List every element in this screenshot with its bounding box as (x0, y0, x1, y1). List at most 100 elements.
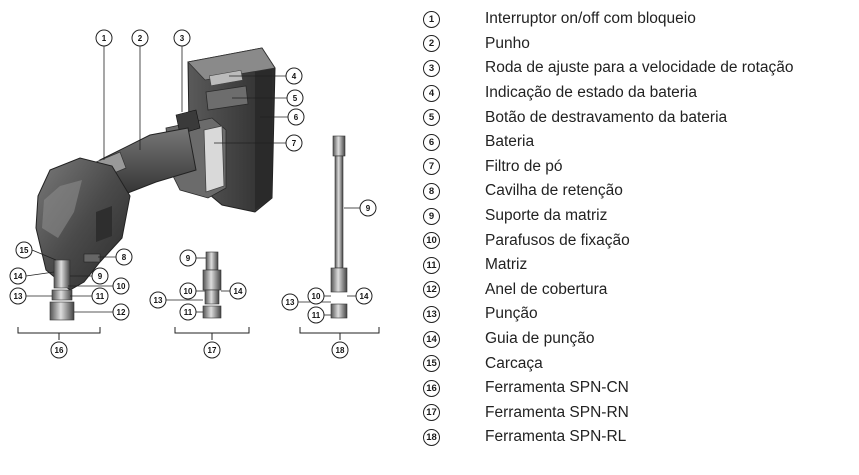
legend-item: 12 Anel de cobertura (420, 278, 859, 303)
legend-number: 13 (423, 305, 440, 323)
legend-number: 4 (423, 84, 440, 102)
rl-guide (330, 267, 348, 293)
callout-10: 10 (112, 277, 130, 295)
svg-text:3: 3 (180, 34, 185, 43)
legend-number: 9 (423, 207, 440, 225)
callout-5: 5 (286, 89, 304, 107)
legend-number: 18 (423, 428, 440, 446)
callout-3: 3 (173, 29, 191, 47)
callout-1: 1 (95, 29, 113, 47)
svg-text:14: 14 (14, 272, 23, 281)
die-holder-short (53, 259, 71, 289)
legend-item: 4 Indicação de estado da bateria (420, 81, 859, 106)
svg-text:14: 14 (360, 292, 369, 301)
rn-punch-guide (202, 269, 222, 291)
callout-rn-11: 11 (179, 303, 197, 321)
leader-lines (25, 46, 360, 316)
svg-text:5: 5 (293, 94, 298, 103)
svg-text:13: 13 (286, 298, 295, 307)
callout-rl-10: 10 (307, 287, 325, 305)
legend-number: 14 (423, 330, 440, 348)
legend-label: Filtro de pó (485, 157, 563, 175)
callout-13: 13 (9, 287, 27, 305)
front-vents (96, 206, 112, 242)
legend-number: 17 (423, 404, 440, 422)
legend-number: 10 (423, 232, 440, 250)
callout-16: 16 (50, 341, 68, 359)
legend-label: Punção (485, 305, 538, 323)
svg-text:13: 13 (14, 292, 23, 301)
callout-4: 4 (285, 67, 303, 85)
callout-7: 7 (285, 134, 303, 152)
rl-shaft (334, 155, 344, 269)
legend-number: 12 (423, 281, 440, 299)
callout-15: 15 (15, 241, 33, 259)
svg-text:16: 16 (55, 346, 64, 355)
nibbler-tool (35, 47, 276, 321)
legend-label: Punho (485, 34, 530, 52)
svg-text:9: 9 (186, 254, 191, 263)
legend-number: 11 (423, 256, 440, 274)
svg-text:14: 14 (234, 287, 243, 296)
die-short (51, 289, 73, 301)
svg-text:11: 11 (96, 292, 105, 301)
legend-label: Indicação de estado da bateria (485, 84, 697, 102)
callout-14: 14 (9, 267, 27, 285)
rn-punch-top (205, 251, 219, 271)
svg-text:9: 9 (366, 204, 371, 213)
tool-spn-rl (330, 135, 348, 319)
rn-die (202, 305, 222, 319)
rl-top (332, 135, 346, 157)
svg-text:17: 17 (208, 346, 217, 355)
rn-holder (204, 289, 220, 305)
legend-label: Bateria (485, 133, 535, 151)
battery-release (205, 85, 249, 111)
svg-text:10: 10 (312, 292, 321, 301)
tool-spn-rn (202, 251, 222, 319)
battery-top (187, 47, 276, 81)
callout-2: 2 (131, 29, 149, 47)
callout-8: 8 (115, 248, 133, 266)
callout-17: 17 (203, 341, 221, 359)
callout-9: 9 (91, 267, 109, 285)
callout-12: 12 (112, 303, 130, 321)
group-brackets (17, 327, 380, 340)
callout-rn-10: 10 (179, 282, 197, 300)
callouts: 1 2 3 4 5 6 7 8 9 10 11 12 13 14 15 16 9… (9, 29, 377, 359)
legend-number: 6 (423, 133, 440, 151)
retaining-pin (83, 253, 101, 263)
legend-number: 16 (423, 379, 440, 397)
legend-label: Ferramenta SPN-CN (485, 379, 629, 397)
legend-number: 1 (423, 10, 440, 28)
callout-18: 18 (331, 341, 349, 359)
legend-item: 17 Ferramenta SPN-RN (420, 401, 859, 426)
svg-text:9: 9 (98, 272, 103, 281)
cover-ring (49, 301, 75, 321)
legend-label: Ferramenta SPN-RN (485, 403, 629, 421)
legend-item: 18 Ferramenta SPN-RL (420, 425, 859, 450)
battery-side (255, 68, 272, 210)
legend-number: 15 (423, 355, 440, 373)
svg-text:4: 4 (292, 72, 297, 81)
svg-text:8: 8 (122, 253, 127, 262)
callout-rn-9: 9 (179, 249, 197, 267)
callout-rl-11: 11 (307, 306, 325, 324)
callout-rl-14: 14 (355, 287, 373, 305)
legend-label: Anel de cobertura (485, 280, 608, 298)
svg-text:12: 12 (117, 308, 126, 317)
dust-filter (203, 125, 225, 193)
rl-die (330, 303, 348, 319)
legend-number: 2 (423, 35, 440, 53)
svg-text:1: 1 (102, 34, 107, 43)
legend-item: 15 Carcaça (420, 351, 859, 376)
legend-label: Carcaça (485, 354, 543, 372)
legend-label: Ferramenta SPN-RL (485, 428, 627, 446)
housing-highlight (42, 180, 82, 238)
